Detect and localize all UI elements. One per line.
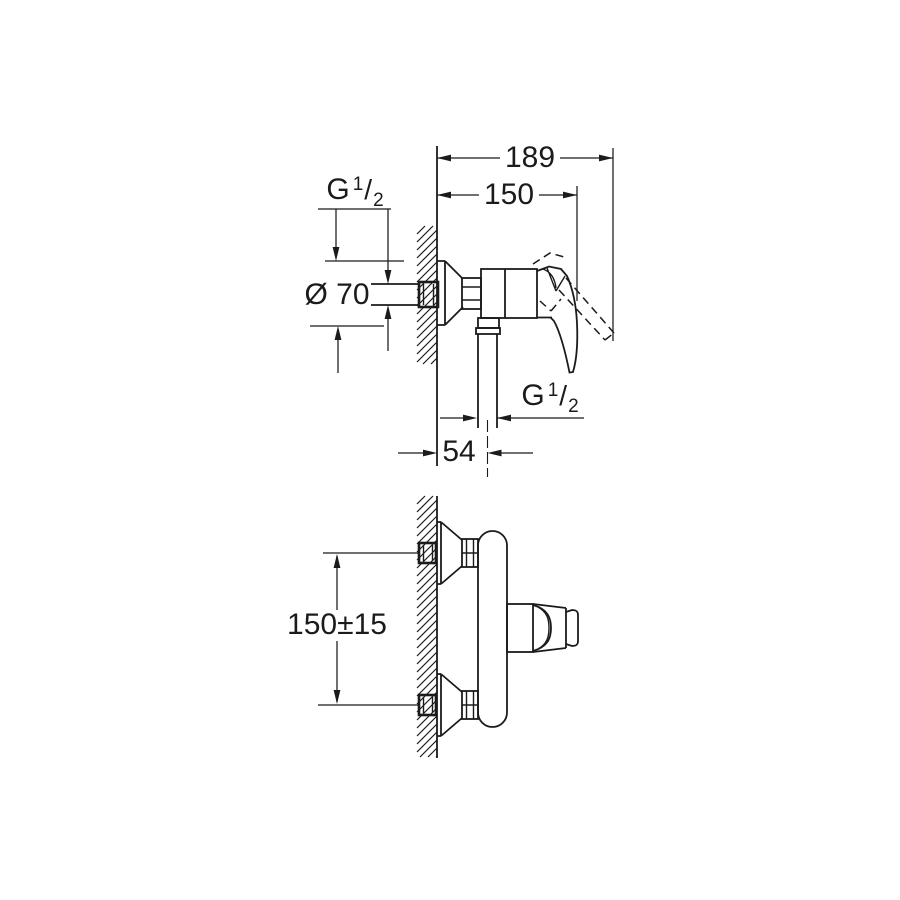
inlet-spacing-dimension bbox=[318, 552, 419, 706]
mixer-body-side bbox=[480, 268, 552, 319]
thread-numerator: 1 bbox=[547, 380, 559, 401]
overall-width-dimension bbox=[437, 148, 614, 341]
outlet-offset-dimension bbox=[398, 449, 533, 457]
overall-width-label: 189 bbox=[499, 143, 561, 173]
wall-hatch-bottom bbox=[416, 495, 438, 758]
escutcheon-diameter-dimension bbox=[310, 247, 404, 373]
thread-numerator: 1 bbox=[352, 174, 364, 195]
outlet-offset-label: 54 bbox=[442, 435, 476, 468]
thread-g: G bbox=[326, 173, 350, 206]
inlet-spacing-label: 150±15 bbox=[282, 610, 392, 640]
outlet-thread-leader bbox=[440, 414, 584, 422]
thread-slash: / bbox=[364, 174, 373, 205]
escutcheon-side bbox=[437, 260, 482, 326]
wall-hatch-top bbox=[416, 225, 438, 365]
hex-nut-side bbox=[461, 277, 482, 310]
inlet-thread-leader bbox=[318, 208, 392, 351]
wall-to-handle-label: 150 bbox=[478, 180, 540, 210]
inlet-connection-bottom bbox=[417, 673, 479, 737]
lever-handle-side bbox=[536, 265, 579, 374]
inlet-pipe bbox=[371, 280, 440, 309]
inlet-connection-top bbox=[417, 521, 479, 585]
mixer-body-capsule bbox=[477, 530, 508, 728]
thread-denominator: 2 bbox=[568, 396, 579, 417]
escutcheon-diameter-label: Ø 70 bbox=[304, 278, 370, 311]
plan-view bbox=[318, 495, 579, 758]
thread-g: G bbox=[521, 379, 545, 412]
thread-slash: / bbox=[559, 380, 568, 411]
inlet-union-square bbox=[417, 280, 440, 309]
lever-handle-open-dashed bbox=[532, 252, 615, 341]
thread-denominator: 2 bbox=[373, 190, 384, 211]
outlet-pipe bbox=[475, 317, 501, 477]
lever-handle-plan bbox=[506, 603, 579, 653]
